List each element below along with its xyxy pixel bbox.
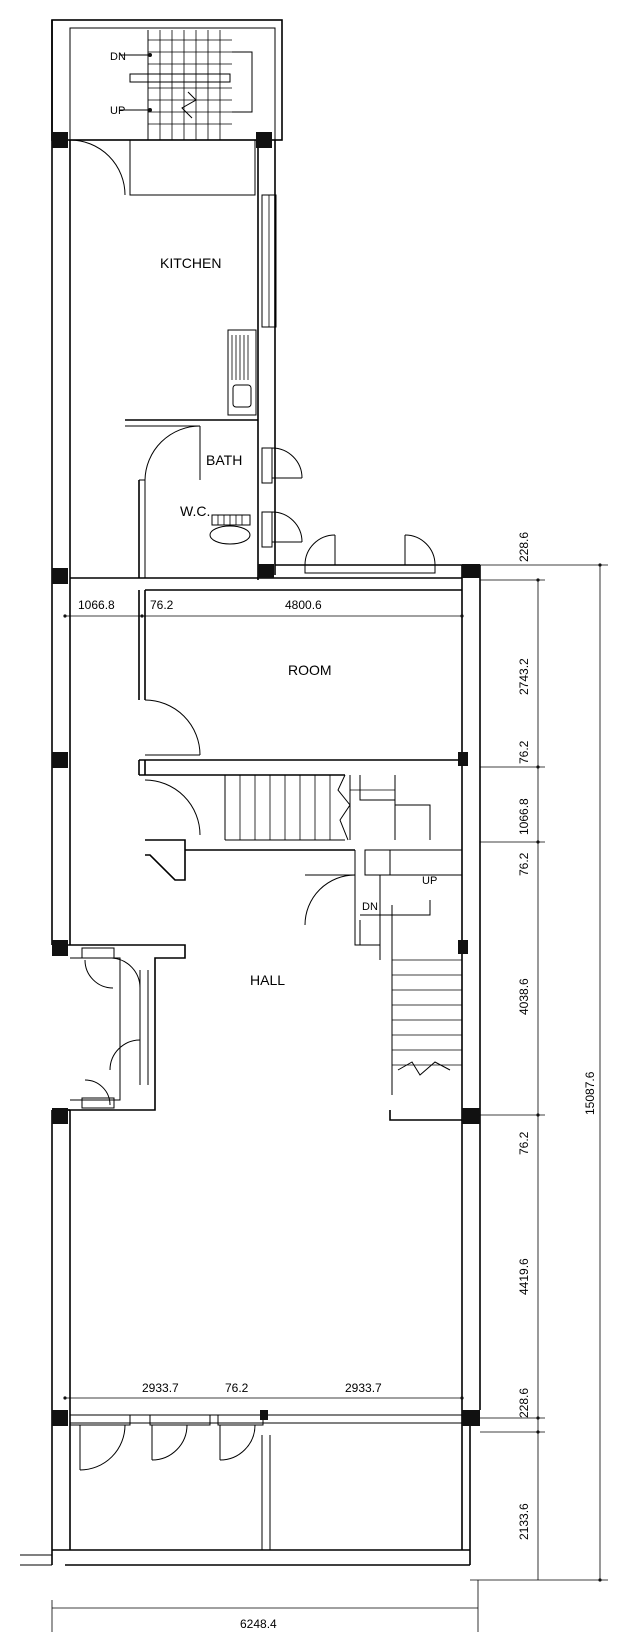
- dim-overall-height: 15087.6: [583, 1071, 597, 1115]
- dim-v8: 4419.6: [517, 1258, 531, 1295]
- wc-fixture: [209, 514, 251, 545]
- horizontal-dimension-lines: [51, 614, 479, 1632]
- top-stair-up-label: UP: [110, 105, 125, 117]
- dim-overall-width: 6248.4: [240, 1617, 277, 1631]
- dim-v9: 228.6: [517, 1388, 531, 1418]
- mid-stair-up-label: UP: [422, 875, 437, 887]
- dim-h-bot-mid: 76.2: [225, 1381, 249, 1395]
- dim-v10: 2133.6: [517, 1503, 531, 1540]
- dim-v5: 76.2: [517, 852, 531, 876]
- dim-h-top-right: 4800.6: [285, 598, 322, 612]
- dim-h-top-mid: 76.2: [150, 598, 174, 612]
- label-wc: W.C.: [180, 503, 210, 519]
- doors: [69, 139, 436, 1471]
- dim-v4: 1066.8: [517, 798, 531, 835]
- dim-v3: 76.2: [517, 740, 531, 764]
- dim-v6: 4038.6: [517, 978, 531, 1015]
- dim-v1: 228.6: [517, 532, 531, 562]
- columns: [52, 132, 480, 1426]
- label-bath: BATH: [206, 452, 242, 468]
- mid-stair-dn-label: DN: [362, 901, 378, 913]
- dim-h-top-left: 1066.8: [78, 598, 115, 612]
- dim-v2: 2743.2: [517, 658, 531, 695]
- label-hall: HALL: [250, 972, 285, 988]
- dim-v7: 76.2: [517, 1131, 531, 1155]
- vertical-dimension-lines: [470, 563, 608, 1582]
- label-kitchen: KITCHEN: [160, 255, 221, 271]
- dim-h-bot-right: 2933.7: [345, 1381, 382, 1395]
- walls: [20, 20, 481, 1566]
- label-room: ROOM: [288, 662, 332, 678]
- top-stair-dn-label: DN: [110, 51, 126, 63]
- dim-h-bot-left: 2933.7: [142, 1381, 179, 1395]
- top-stair-enclosure: [51, 19, 283, 141]
